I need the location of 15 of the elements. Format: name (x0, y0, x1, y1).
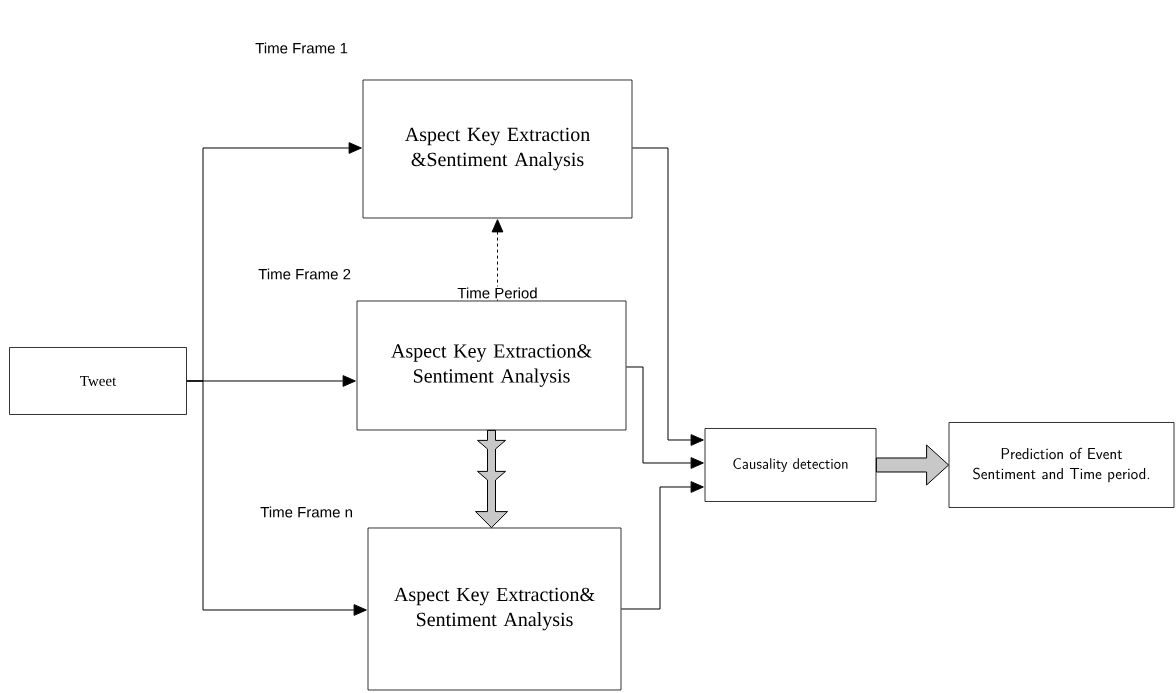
block-arrow (875, 444, 950, 486)
arrow (625, 366, 704, 469)
time-frame-label: Time Frame n (260, 506, 352, 518)
process-box: Aspect Key Extraction &Sentiment Analysis (362, 79, 633, 219)
dashed-arrow (491, 219, 504, 302)
arrow (186, 380, 367, 616)
edge-label: Time Period (457, 287, 537, 299)
time-frame-label: Time Frame 2 (258, 268, 351, 280)
process-box: Causality detection (704, 428, 877, 502)
process-box: Tweet (9, 347, 187, 415)
arrow (620, 481, 704, 610)
arrow (631, 147, 704, 446)
process-box: Prediction of Event Sentiment and Time period. (948, 422, 1175, 508)
time-frame-label: Time Frame 1 (255, 42, 348, 54)
process-box: Aspect Key Extraction& Sentiment Analysis (367, 527, 622, 691)
